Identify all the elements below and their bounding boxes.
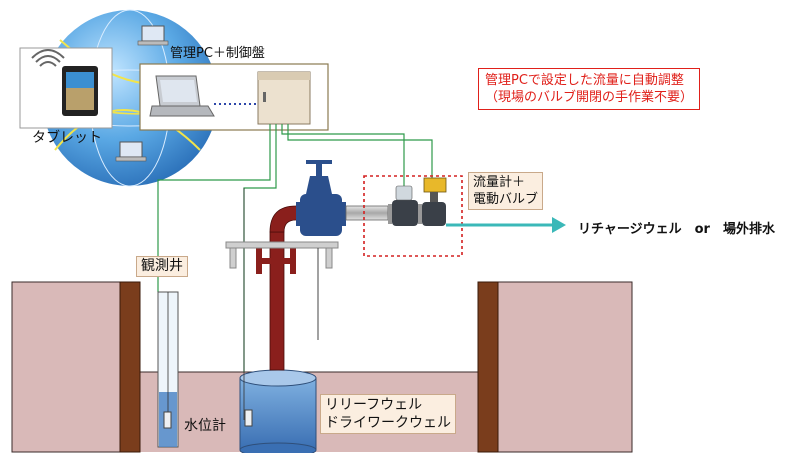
relief-well-label-line-1: リリーフウェル	[325, 397, 423, 413]
outlet-label: リチャージウェル or 場外排水	[578, 222, 775, 237]
flowmeter-label: 流量計＋ 電動バルブ	[468, 172, 544, 210]
discharge-pipe	[345, 205, 389, 221]
laptop-icon-small-top	[137, 25, 169, 46]
wifi-icon	[31, 49, 65, 67]
laptop-icon	[149, 75, 215, 117]
relief-well-label-line-2: ドライワークウェル	[325, 415, 451, 431]
control-panel-label: 管理PC＋制御盤	[170, 46, 265, 61]
retaining-wall	[119, 281, 499, 453]
water-level-sensor-icon	[163, 411, 172, 429]
flowmeter-icon	[388, 185, 422, 226]
auto-adjust-callout: 管理PCで設定した流量に自動調整 （現場のバルブ開閉の手作業不要）	[478, 68, 701, 110]
support-frame	[225, 241, 339, 340]
laptop-icon-small-bottom	[115, 141, 147, 162]
pump-pipe	[256, 205, 316, 371]
callout-line-1: 管理PCで設定した流量に自動調整	[485, 73, 684, 88]
relief-well-label: リリーフウェル ドライワークウェル	[320, 394, 456, 434]
relief-well	[239, 188, 317, 453]
outflow-arrow-icon	[446, 217, 566, 233]
observation-well-label: 観測井	[136, 256, 188, 277]
gate-valve-icon	[296, 160, 346, 236]
observation-well	[157, 291, 179, 448]
motor-valve-icon	[422, 177, 447, 226]
tablet-icon	[62, 66, 98, 116]
callout-line-2: （現場のバルブ開閉の手作業不要）	[485, 90, 694, 105]
control-cabinet-icon	[257, 71, 311, 125]
water-level-meter-label: 水位計	[184, 418, 226, 434]
tablet-label: タブレット	[32, 130, 102, 146]
flowmeter-label-line-2: 電動バルブ	[473, 192, 539, 207]
flowmeter-label-line-1: 流量計＋	[473, 175, 526, 190]
flowmeter-highlight	[363, 175, 463, 257]
